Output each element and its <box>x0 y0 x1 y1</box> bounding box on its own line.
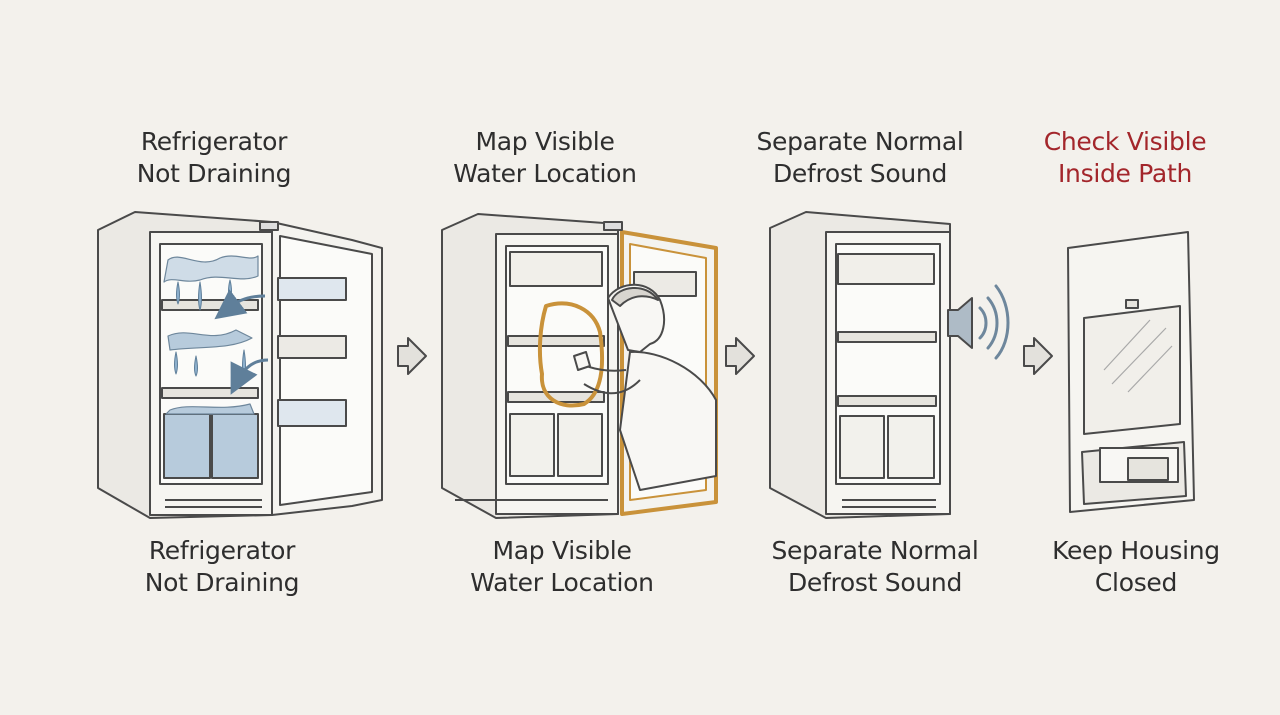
speaker-icon <box>947 297 973 349</box>
arrow-right-icon <box>725 337 755 375</box>
step-1-caption: Refrigerator Not Draining <box>144 536 300 597</box>
step-4-caption: Keep Housing Closed <box>1052 536 1220 597</box>
step-4-title: Check Visible Inside Path <box>1043 127 1207 188</box>
step-1-title: Refrigerator Not Draining <box>136 127 292 188</box>
closed-housing-illustration <box>1067 231 1195 513</box>
step-3-caption: Separate Normal Defrost Sound <box>771 536 979 597</box>
step-2-caption: Map Visible Water Location <box>470 536 654 597</box>
arrow-right-icon <box>397 337 427 375</box>
step-2-title: Map Visible Water Location <box>453 127 637 188</box>
step-3-title: Separate Normal Defrost Sound <box>756 127 964 188</box>
fridge-leaking-illustration <box>97 211 383 519</box>
fridge-inspection-illustration <box>441 213 718 519</box>
sound-wave-icon <box>978 284 1010 360</box>
fridge-defrost-sound-illustration <box>769 211 951 519</box>
arrow-right-icon <box>1023 337 1053 375</box>
